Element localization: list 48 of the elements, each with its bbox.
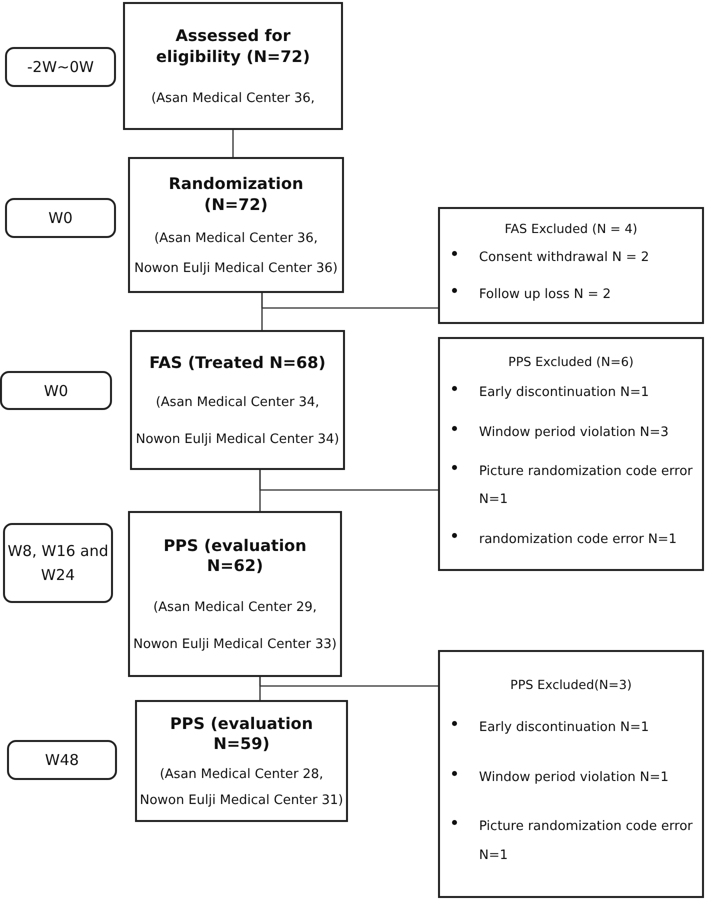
timepoint-box — [5, 47, 116, 87]
connector-line — [259, 470, 438, 491]
timepoint-label: W0 — [48, 208, 73, 229]
box-heading: PPS (evaluation N=62) — [162, 536, 308, 578]
exclusion-reason: Follow up loss N = 2 — [479, 286, 611, 304]
exclusion-heading: PPS Excluded (N=6) — [507, 354, 635, 369]
site-count: Nowon Eulji Medical Center 34) — [136, 432, 340, 447]
box-heading: PPS (evaluation N=59) — [168, 714, 314, 756]
timepoint-label: W8, W16 and W24 — [6, 541, 110, 586]
exclusion-reason: Picture randomization code error N=1 — [479, 818, 694, 866]
timepoint-label: W0 — [44, 380, 68, 402]
exclusion-heading: PPS Excluded(N=3) — [509, 677, 633, 692]
exclusion-reason: Early discontinuation N=1 — [479, 718, 650, 737]
box-heading: Randomization (N=72) — [168, 174, 304, 216]
timepoint-label: -2W~0W — [27, 57, 94, 78]
process-box — [128, 157, 344, 293]
timepoint-box — [0, 371, 112, 410]
process-box — [123, 2, 343, 130]
box-heading: FAS (Treated N=68) — [148, 353, 327, 374]
connector-line — [232, 130, 234, 157]
process-box — [135, 700, 348, 822]
connector-line — [259, 677, 438, 687]
exclusion-box — [438, 337, 704, 571]
site-count: (Asan Medical Center 36, — [151, 90, 315, 106]
exclusion-reason: Early discontinuation N=1 — [479, 384, 650, 402]
site-count: Nowon Eulji Medical Center 33) — [133, 637, 337, 652]
box-heading: Assessed for eligibility (N=72) — [155, 26, 311, 68]
site-count: (Asan Medical Center 28, — [160, 766, 324, 782]
exclusion-box — [438, 650, 704, 898]
timepoint-box — [7, 740, 117, 780]
site-count: Nowon Eulji Medical Center 36) — [134, 260, 338, 276]
timepoint-label: W48 — [45, 750, 79, 771]
exclusion-reason: Consent withdrawal N = 2 — [479, 249, 650, 268]
connector-line — [261, 293, 438, 309]
exclusion-heading: FAS Excluded (N = 4) — [504, 221, 638, 236]
site-count: Nowon Eulji Medical Center 31) — [140, 793, 344, 808]
process-box — [128, 511, 342, 677]
site-count: (Asan Medical Center 36, — [154, 230, 318, 246]
exclusion-reason: Picture randomization code error N=1 — [479, 462, 694, 510]
exclusion-box — [438, 207, 704, 324]
exclusion-reason: randomization code error N=1 — [479, 530, 677, 549]
exclusion-reason: Window period violation N=3 — [479, 424, 669, 442]
timepoint-box — [3, 523, 113, 603]
site-count: (Asan Medical Center 34, — [156, 395, 320, 410]
site-count: (Asan Medical Center 29, — [153, 600, 317, 615]
process-box — [130, 330, 345, 470]
timepoint-box — [5, 198, 116, 238]
exclusion-reason: Window period violation N=1 — [479, 768, 669, 787]
